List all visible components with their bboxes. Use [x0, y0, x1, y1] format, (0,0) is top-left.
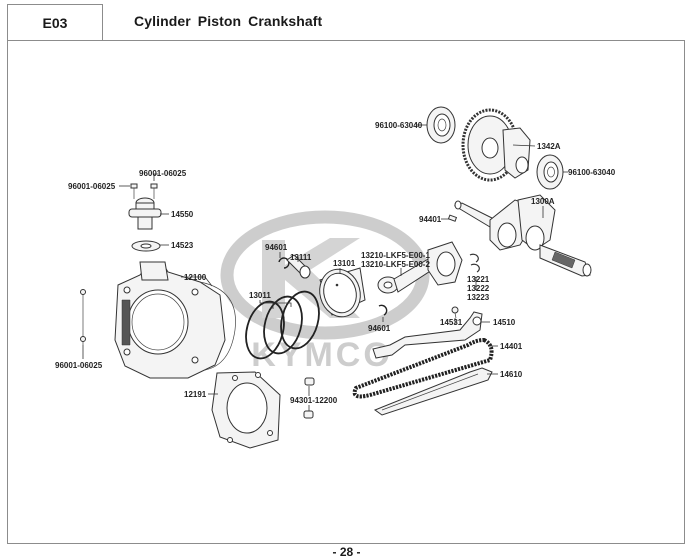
leader-lines	[82, 124, 568, 411]
part-tensioner-bolts	[130, 183, 158, 199]
label-bearing-right: 96100-63040	[568, 168, 616, 177]
part-cylinder	[114, 261, 236, 379]
part-cylinder-gasket	[211, 371, 281, 449]
part-tensioner-arm	[372, 306, 483, 359]
diagram-frame	[7, 40, 685, 544]
part-balancer	[461, 108, 531, 182]
part-bearing-top	[426, 106, 456, 144]
label-tensioner: 14550	[171, 210, 194, 219]
label-conrod-2: 13210-LKF5-E00-2	[361, 260, 430, 269]
label-crankshaft: 1300A	[531, 197, 555, 206]
label-bolt-tensioner-right: 96001-06025	[139, 169, 187, 178]
label-clip-bottom: 94601	[368, 324, 391, 333]
part-cylinder-studs	[80, 289, 86, 345]
label-piston-rings: 13011	[249, 291, 271, 300]
label-bolt-tensioner-left: 96001-06025	[68, 182, 116, 191]
part-bearing-right	[536, 154, 564, 190]
section-code: E03	[42, 14, 68, 31]
part-key	[447, 214, 458, 222]
label-piston-pin: 13111	[290, 253, 312, 262]
part-crankshaft	[453, 194, 592, 277]
part-piston-rings	[245, 290, 320, 360]
label-cylinder-gasket: 12191	[184, 390, 207, 399]
label-bearing-top: 96100-63040	[375, 121, 423, 130]
label-bearing-3: 13223	[467, 293, 490, 302]
part-cam-chain	[352, 337, 494, 399]
label-bearing-2: 13222	[467, 284, 490, 293]
part-clip-bottom	[378, 304, 388, 316]
label-tensioner-gasket: 14523	[171, 241, 194, 250]
part-tensioner	[128, 197, 162, 230]
part-piston	[319, 267, 366, 318]
label-cylinder: 12100	[184, 273, 207, 282]
watermark-brand-text: KYMCO	[251, 336, 393, 374]
label-tensioner-bolt: 14531	[440, 318, 463, 327]
label-cam-chain: 14401	[500, 342, 523, 351]
part-tensioner-gasket	[131, 240, 161, 252]
part-labels: 96100-63040 1342A 96100-63040 1300A 9440…	[55, 121, 616, 405]
label-tensioner-arm: 14510	[493, 318, 516, 327]
label-clip-top: 94601	[265, 243, 288, 252]
label-conrod-1: 13210-LKF5-E00-1	[361, 251, 430, 260]
page-title: Cylinder Piston Crankshaft	[134, 13, 323, 29]
part-piston-pin	[286, 254, 311, 279]
page-number: - 28 -	[332, 545, 361, 559]
label-chain-guide: 14610	[500, 370, 523, 379]
label-bearing-1: 13221	[467, 275, 490, 284]
part-chain-guide	[373, 367, 493, 416]
label-balancer: 1342A	[537, 142, 561, 151]
part-connecting-rod	[377, 241, 463, 294]
label-key: 94401	[419, 215, 442, 224]
label-dowel-pins: 94301-12200	[290, 396, 338, 405]
section-code-box: E03	[7, 4, 103, 40]
part-dowel-pins	[303, 377, 315, 419]
part-conrod-bearings	[469, 253, 480, 273]
label-cylinder-studs: 96001-06025	[55, 361, 103, 370]
label-piston: 13101	[333, 259, 356, 268]
